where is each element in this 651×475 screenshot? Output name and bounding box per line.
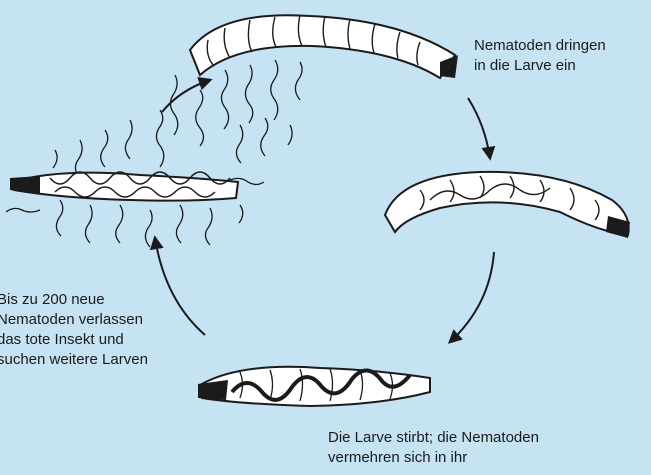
cycle-arrows — [155, 80, 494, 342]
caption-invade-line-1: Nematoden dringen — [474, 36, 606, 56]
larva-top — [190, 15, 458, 78]
caption-invade-line-2: in die Larve ein — [474, 56, 606, 76]
nematode-swarm — [6, 60, 302, 247]
larva-bottom — [198, 367, 430, 406]
caption-emerge-line-3: das tote Insekt und — [0, 330, 148, 350]
caption-invade: Nematoden dringen in die Larve ein — [474, 36, 606, 76]
larva-left — [10, 172, 238, 201]
caption-die: Die Larve stirbt; die Nematoden vermehre… — [328, 428, 539, 468]
caption-emerge-line-4: suchen weitere Larven — [0, 350, 148, 370]
larva-right — [385, 172, 630, 238]
caption-emerge-line-2: Nematoden verlassen — [0, 310, 148, 330]
caption-emerge: Bis zu 200 neue Nematoden verlassen das … — [0, 290, 148, 370]
arrow-right-to-bottom — [450, 252, 494, 342]
caption-emerge-line-1: Bis zu 200 neue — [0, 290, 148, 310]
caption-die-line-1: Die Larve stirbt; die Nematoden — [328, 428, 539, 448]
arrow-bottom-to-left — [155, 238, 205, 335]
caption-die-line-2: vermehren sich in ihr — [328, 448, 539, 468]
arrow-top-to-right — [468, 98, 490, 158]
larva-left-head — [10, 176, 40, 194]
